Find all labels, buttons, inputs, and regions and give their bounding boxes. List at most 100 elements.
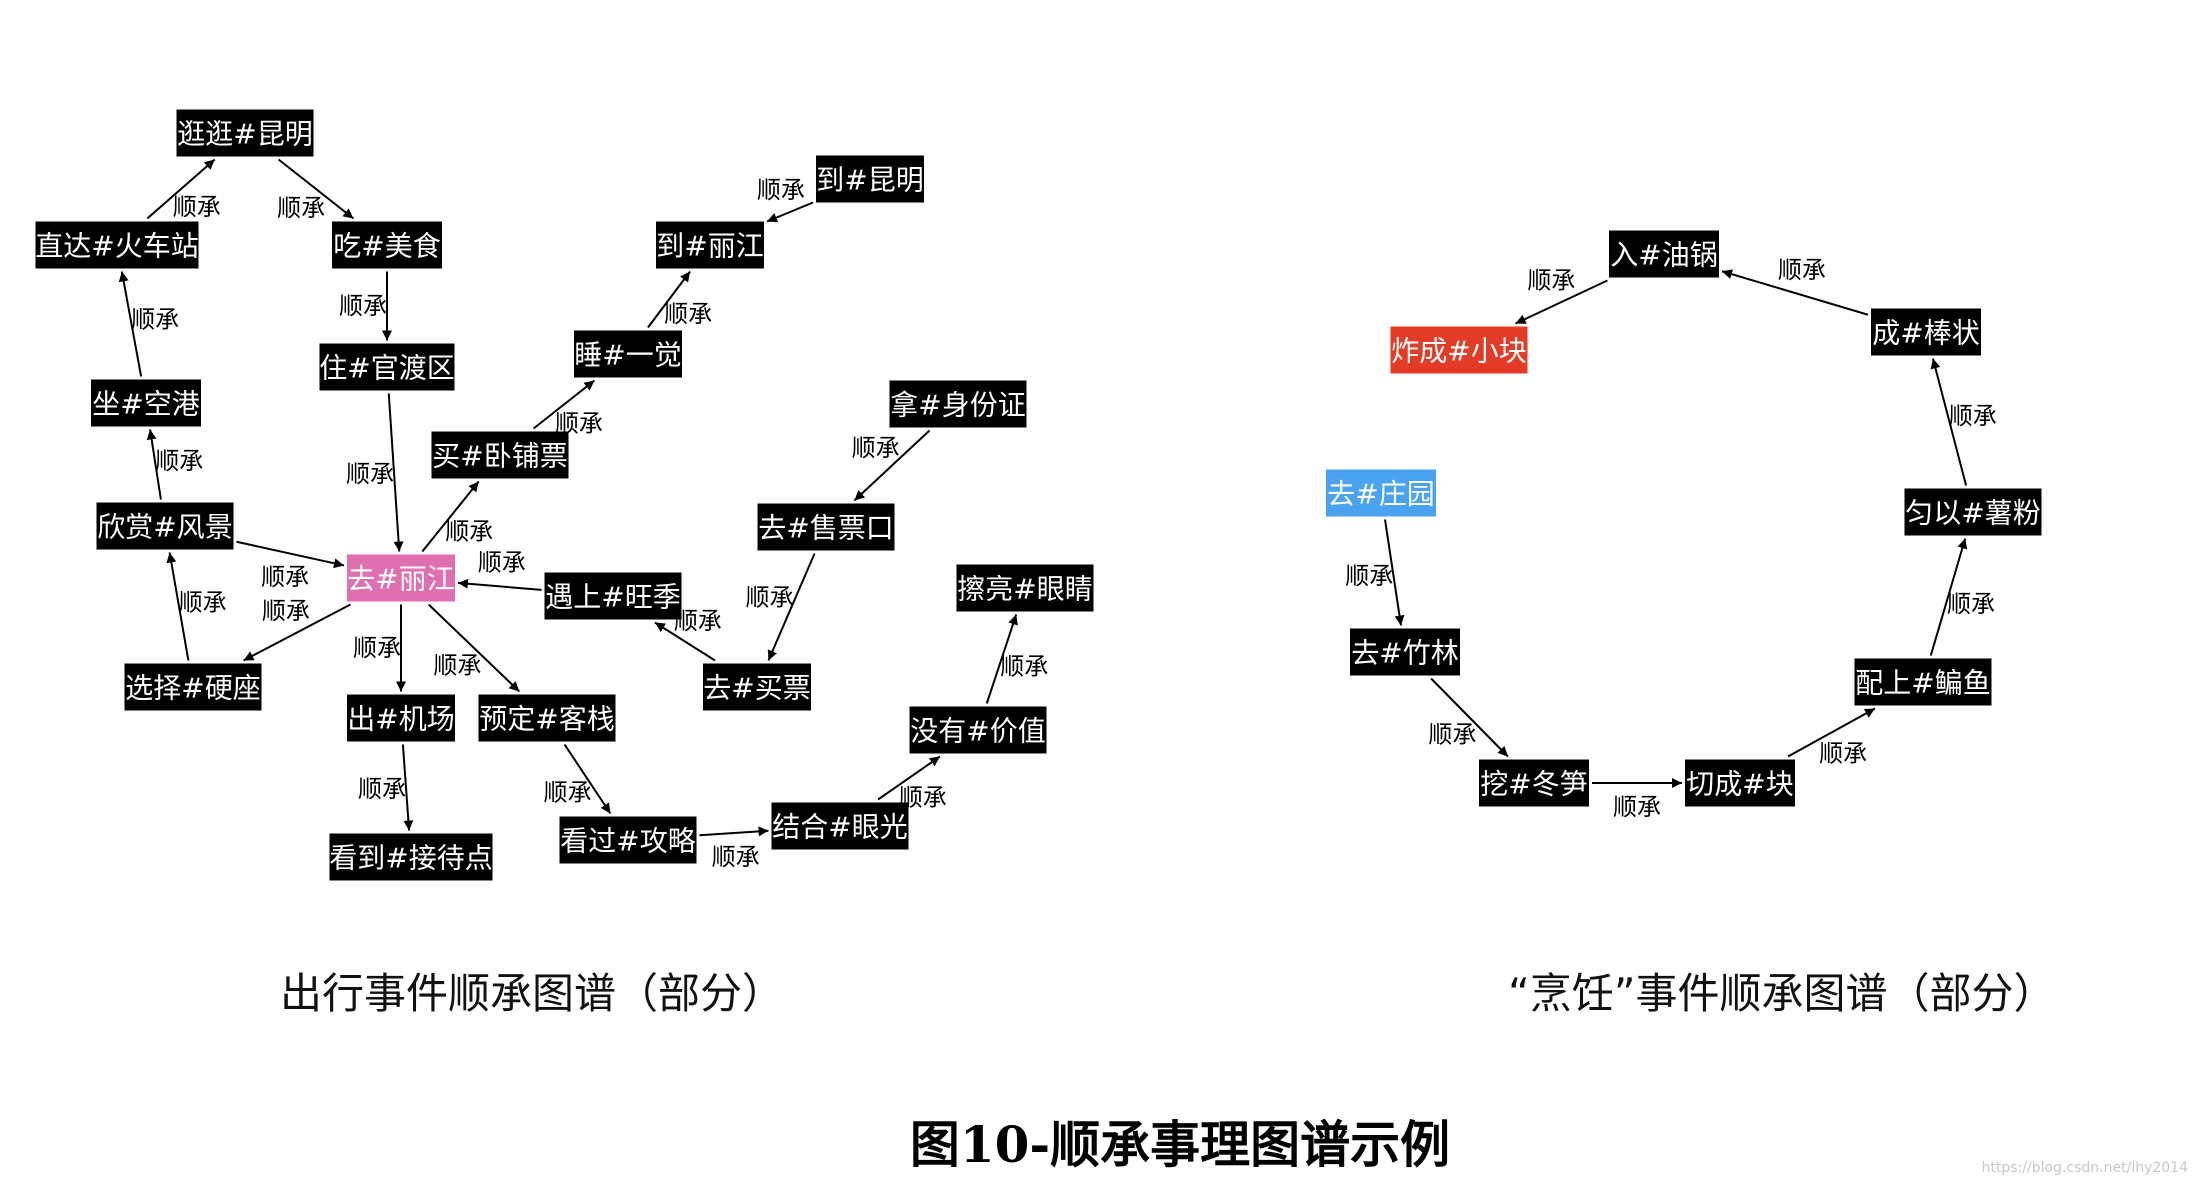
event-node-chi: 吃#美食 bbox=[332, 221, 442, 269]
node-box bbox=[431, 431, 569, 479]
node-label: 匀以#薯粉 bbox=[1905, 497, 2040, 530]
node-box bbox=[319, 343, 455, 391]
node-label: 睡#一觉 bbox=[574, 339, 681, 372]
event-node-zhu: 住#官渡区 bbox=[319, 343, 455, 391]
node-label: 配上#鳊鱼 bbox=[1855, 667, 1990, 700]
edge-label: 顺承 bbox=[544, 778, 592, 806]
edge-label: 顺承 bbox=[1428, 720, 1476, 748]
node-box bbox=[35, 221, 199, 269]
node-label: 看过#攻略 bbox=[560, 825, 695, 858]
edge-arrow bbox=[421, 480, 480, 553]
edge-label: 顺承 bbox=[674, 607, 722, 635]
node-box bbox=[1609, 230, 1719, 278]
edge-label: 顺承 bbox=[358, 775, 406, 803]
edge-arrow bbox=[146, 158, 216, 220]
event-node-yunyi: 匀以#薯粉 bbox=[1904, 488, 2042, 536]
node-label: 炸成#小块 bbox=[1391, 335, 1526, 368]
edge-arrow bbox=[1515, 279, 1608, 325]
node-box bbox=[478, 694, 616, 742]
edge-label: 顺承 bbox=[745, 583, 793, 611]
edge-arrow bbox=[166, 552, 190, 661]
node-box bbox=[956, 564, 1094, 612]
edge-arrow bbox=[1384, 519, 1405, 626]
node-label: 欣赏#风景 bbox=[97, 511, 232, 544]
edge-arrow bbox=[243, 603, 351, 662]
edge-arrow bbox=[532, 379, 596, 430]
event-node-kandao: 看到#接待点 bbox=[329, 833, 493, 881]
node-label: 擦亮#眼睛 bbox=[957, 573, 1092, 606]
node-label: 住#官渡区 bbox=[319, 352, 454, 385]
event-node-qulijiang: 去#丽江 bbox=[347, 554, 455, 602]
edge-arrow bbox=[699, 826, 769, 837]
node-box bbox=[329, 833, 493, 881]
edge-arrow bbox=[1930, 358, 1968, 486]
edge-arrow bbox=[146, 429, 162, 500]
event-node-xuanze: 选择#硬座 bbox=[124, 663, 262, 711]
event-node-yushang: 遇上#旺季 bbox=[544, 572, 682, 620]
cooking-graph-caption: “烹饪”事件顺承图谱（部分） bbox=[1508, 969, 2056, 1018]
node-label: 切成#块 bbox=[1686, 768, 1793, 801]
edge-label: 顺承 bbox=[1819, 740, 1867, 768]
edge-arrow bbox=[563, 743, 612, 815]
node-label: 入#油锅 bbox=[1610, 239, 1717, 272]
edge-label: 顺承 bbox=[1778, 256, 1826, 284]
event-node-guangguang: 逛逛#昆明 bbox=[176, 109, 314, 157]
event-node-ruyouguo: 入#油锅 bbox=[1609, 230, 1719, 278]
edge-label: 顺承 bbox=[664, 300, 712, 328]
edge-label: 顺承 bbox=[131, 306, 179, 334]
event-node-xinshang: 欣赏#风景 bbox=[96, 502, 234, 550]
edge-label: 顺承 bbox=[712, 843, 760, 871]
event-node-zuo: 坐#空港 bbox=[91, 379, 201, 427]
edge-arrow bbox=[766, 201, 814, 223]
edge-label: 顺承 bbox=[262, 597, 310, 625]
edge-label: 顺承 bbox=[277, 194, 325, 222]
edge-label: 顺承 bbox=[1000, 653, 1048, 681]
node-box bbox=[1390, 326, 1528, 374]
edge-arrow bbox=[236, 540, 345, 569]
node-box bbox=[559, 816, 697, 864]
event-node-bangzhuang: 成#棒状 bbox=[1871, 308, 1981, 356]
node-box bbox=[703, 663, 811, 711]
node-box bbox=[1904, 488, 2042, 536]
node-box bbox=[909, 706, 1047, 754]
event-node-jiehe: 结合#眼光 bbox=[771, 802, 909, 850]
node-label: 到#昆明 bbox=[816, 164, 923, 197]
node-label: 预定#客栈 bbox=[479, 703, 614, 736]
node-box bbox=[771, 802, 909, 850]
event-node-meiyou: 没有#价值 bbox=[909, 706, 1047, 754]
node-box bbox=[544, 572, 682, 620]
node-label: 坐#空港 bbox=[92, 388, 199, 421]
node-box bbox=[91, 379, 201, 427]
event-node-daokunming: 到#昆明 bbox=[816, 155, 924, 203]
edge-label: 顺承 bbox=[1949, 402, 1997, 430]
figure-title: 图10-顺承事理图谱示例 bbox=[909, 1115, 1451, 1174]
edge-arrow bbox=[118, 271, 143, 377]
edge-arrow bbox=[277, 158, 355, 220]
edge-arrow bbox=[427, 603, 521, 693]
node-box bbox=[124, 663, 262, 711]
edge-label: 顺承 bbox=[478, 548, 526, 576]
node-box bbox=[332, 221, 442, 269]
event-node-caliang: 擦亮#眼睛 bbox=[956, 564, 1094, 612]
node-label: 出#机场 bbox=[347, 703, 454, 736]
event-node-peishang: 配上#鳊鱼 bbox=[1854, 658, 1992, 706]
node-box bbox=[757, 503, 895, 551]
edge-label: 顺承 bbox=[1613, 793, 1661, 821]
event-node-shoupiao: 去#售票口 bbox=[757, 503, 895, 551]
node-label: 吃#美食 bbox=[333, 230, 440, 263]
event-node-zhulin: 去#竹林 bbox=[1350, 628, 1460, 676]
event-node-maipiao: 去#买票 bbox=[703, 663, 811, 711]
event-node-daolijiang: 到#丽江 bbox=[656, 221, 764, 269]
node-box bbox=[889, 380, 1027, 428]
node-box bbox=[96, 502, 234, 550]
event-node-na: 拿#身份证 bbox=[889, 380, 1027, 428]
node-label: 逛逛#昆明 bbox=[177, 118, 312, 151]
edge-label: 顺承 bbox=[1527, 266, 1575, 294]
edge-arrow bbox=[853, 429, 931, 502]
edge-arrow bbox=[1430, 677, 1509, 758]
edge-label: 顺承 bbox=[1947, 590, 1995, 618]
edge-label: 顺承 bbox=[353, 634, 401, 662]
node-box bbox=[176, 109, 314, 157]
event-node-zhacheng: 炸成#小块 bbox=[1390, 326, 1528, 374]
